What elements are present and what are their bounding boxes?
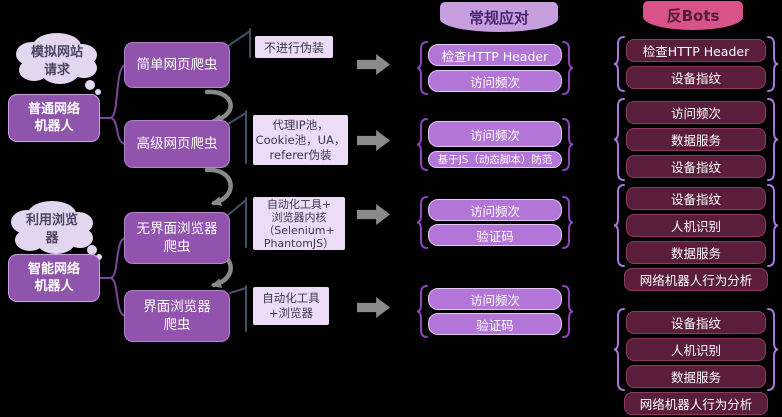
antibots-box: 检查HTTP Header <box>626 39 766 62</box>
brace-left-icon <box>613 184 625 267</box>
note-automation-kernel: 自动化工具+ 浏览器内核 （Selenium+ PhantomJS） <box>253 197 345 250</box>
antibots-box: 设备指纹 <box>626 187 766 210</box>
thought-cloud-top-label: 模拟网站 请求 <box>30 45 83 78</box>
brace-left-icon <box>613 36 625 92</box>
antibots-box: 访问频次 <box>626 101 766 124</box>
thought-cloud-shape-top <box>16 33 101 95</box>
antibots-box: 人机识别 <box>626 338 766 361</box>
brace-right-icon <box>562 41 574 95</box>
regular-box: 验证码 <box>428 224 562 246</box>
regular-box: 基于JS（动态脚本）防范 <box>428 151 562 168</box>
regular-box: 访问频次 <box>428 199 562 221</box>
brace-right-icon <box>767 36 779 92</box>
fork-connector-top <box>99 64 127 145</box>
brace-right-icon <box>562 285 574 338</box>
antibots-box: 人机识别 <box>626 214 766 237</box>
crawler-box-headless-browser: 无界面浏览器 爬虫 <box>124 212 230 264</box>
thought-cloud-shape-bottom <box>11 201 102 260</box>
regular-box: 检查HTTP Header <box>428 44 562 66</box>
note-automation-browser: 自动化工具 +浏览器 <box>253 287 329 325</box>
regular-box: 验证码 <box>428 313 562 335</box>
crawler-box-advanced: 高级网页爬虫 <box>124 120 230 168</box>
antibots-box: 网络机器人行为分析 <box>624 392 768 415</box>
antibots-box: 网络机器人行为分析 <box>624 268 768 291</box>
brace-right-icon <box>562 118 574 171</box>
brace-left-icon <box>416 196 428 249</box>
header-regular-response: 常规应对 <box>440 2 558 32</box>
actor-box-normal-bot: 普通网络 机器人 <box>8 94 100 142</box>
fork-connector-bottom <box>99 237 127 317</box>
regular-box: 访问频次 <box>428 70 562 92</box>
antibots-box: 设备指纹 <box>626 155 766 178</box>
regular-box: 访问频次 <box>428 288 562 310</box>
crawler-box-ui-browser: 界面浏览器 爬虫 <box>124 290 230 342</box>
antibots-box: 设备指纹 <box>626 66 766 89</box>
note-proxy-cookie-ua: 代理IP池， Cookie池，UA， referer伪装 <box>253 115 348 165</box>
brace-left-icon <box>416 118 428 171</box>
brace-right-icon <box>767 98 779 181</box>
brace-right-icon <box>562 196 574 249</box>
crawler-box-simple: 简单网页爬虫 <box>124 42 230 88</box>
brace-left-icon <box>416 41 428 95</box>
brace-right-icon <box>767 184 779 267</box>
group-braces <box>416 36 779 391</box>
header-anti-bots: 反Bots <box>643 1 743 30</box>
note-no-disguise: 不进行伪装 <box>255 36 333 58</box>
antibots-box: 数据服务 <box>626 241 766 264</box>
regular-box: 访问频次 <box>428 121 562 147</box>
brace-left-icon <box>613 308 625 391</box>
brace-right-icon <box>767 308 779 391</box>
antibots-box: 数据服务 <box>626 128 766 151</box>
antibots-box: 设备指纹 <box>626 311 766 334</box>
thought-cloud-bottom-label: 利用浏览 器 <box>25 213 78 246</box>
brace-left-icon <box>613 98 625 181</box>
actor-box-smart-bot: 智能网络 机器人 <box>8 254 100 302</box>
brace-left-icon <box>416 285 428 338</box>
leader-line <box>227 28 251 332</box>
antibots-box: 数据服务 <box>626 365 766 388</box>
